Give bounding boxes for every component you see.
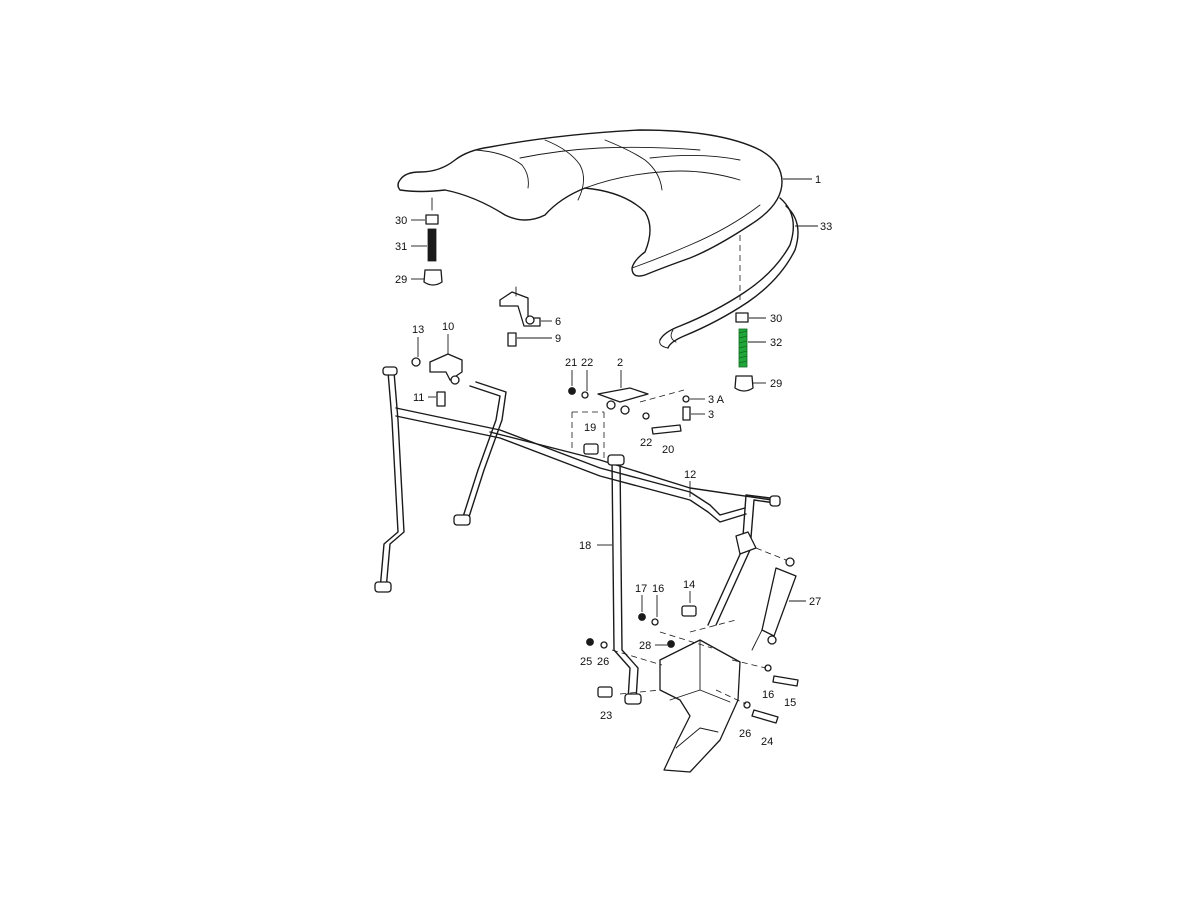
- callout-31[interactable]: 31: [395, 241, 407, 253]
- callout-11[interactable]: 11: [413, 392, 424, 404]
- fastener-stack-left[interactable]: [423, 197, 443, 286]
- nut-17: [638, 613, 646, 621]
- nut-30-left: [425, 214, 439, 225]
- callout-9[interactable]: 9: [555, 333, 561, 345]
- callout-3a[interactable]: 3 A: [708, 394, 725, 406]
- nut-21: [568, 387, 576, 395]
- lower-mount-bracket[interactable]: [586, 605, 799, 773]
- callout-26-right[interactable]: 26: [739, 728, 751, 740]
- callout-14[interactable]: 14: [683, 579, 695, 591]
- callout-26-left[interactable]: 26: [597, 656, 609, 668]
- callout-30-right[interactable]: 30: [770, 313, 782, 325]
- roof-frame[interactable]: [374, 366, 781, 705]
- washer-26: [600, 641, 608, 649]
- clip-13: [411, 357, 421, 367]
- callout-17[interactable]: 17: [635, 583, 647, 595]
- callout-3[interactable]: 3: [708, 409, 714, 421]
- bolt-15: [772, 675, 799, 687]
- weatherstrip-seal[interactable]: [659, 197, 799, 349]
- gas-strut-27[interactable]: [751, 547, 797, 651]
- callout-33[interactable]: 33: [820, 221, 832, 233]
- callout-16-bottom[interactable]: 16: [762, 689, 774, 701]
- callout-30-left[interactable]: 30: [395, 215, 407, 227]
- callout-22-top[interactable]: 22: [581, 357, 593, 369]
- callout-23[interactable]: 23: [600, 710, 612, 722]
- hardtop-shell[interactable]: [397, 129, 783, 277]
- bushing-14: [681, 605, 697, 617]
- callout-leaders: [411, 178, 818, 646]
- bushing-19: [583, 443, 599, 455]
- callout-10[interactable]: 10: [442, 321, 454, 333]
- nut-30-right: [735, 312, 749, 323]
- washer-22b: [642, 412, 650, 420]
- bracket-6[interactable]: [499, 286, 541, 347]
- bushing-23: [597, 686, 613, 698]
- callout-12[interactable]: 12: [684, 469, 696, 481]
- callout-21[interactable]: 21: [565, 357, 577, 369]
- callout-20[interactable]: 20: [662, 444, 674, 456]
- fastener-stack-right[interactable]: [734, 312, 754, 392]
- washer-22: [581, 391, 589, 399]
- callout-28[interactable]: 28: [639, 640, 651, 652]
- washer-26b: [743, 701, 751, 709]
- callout-22-bottom[interactable]: 22: [640, 437, 652, 449]
- callout-2[interactable]: 2: [617, 357, 623, 369]
- bolt-3: [682, 406, 691, 421]
- callout-25[interactable]: 25: [580, 656, 592, 668]
- washer-16: [651, 618, 659, 626]
- bolt-24: [751, 709, 779, 724]
- callout-32[interactable]: 32: [770, 337, 782, 349]
- callout-labels: 1 33 30 31 29 6 9 30 32 29 13 10 11 21 2…: [395, 174, 832, 748]
- hinge-plate-2[interactable]: [568, 387, 691, 461]
- bracket-10[interactable]: [411, 353, 463, 407]
- bolt-11: [436, 391, 446, 407]
- nut-25: [586, 638, 594, 646]
- callout-19[interactable]: 19: [584, 422, 596, 434]
- callout-27[interactable]: 27: [809, 596, 821, 608]
- bumper-29-right: [734, 375, 754, 392]
- washer-3a: [682, 395, 690, 403]
- callout-16-top[interactable]: 16: [652, 583, 664, 595]
- nut-28: [667, 640, 675, 648]
- bumper-29-left: [423, 269, 443, 286]
- callout-29-left[interactable]: 29: [395, 274, 407, 286]
- bolt-9: [507, 332, 517, 347]
- stud-31: [427, 228, 437, 262]
- callout-6[interactable]: 6: [555, 316, 561, 328]
- callout-29-right[interactable]: 29: [770, 378, 782, 390]
- callout-1[interactable]: 1: [815, 174, 821, 186]
- callout-13[interactable]: 13: [412, 324, 424, 336]
- callout-18[interactable]: 18: [579, 540, 591, 552]
- callout-15[interactable]: 15: [784, 697, 796, 709]
- bolt-20: [651, 424, 682, 435]
- callout-24[interactable]: 24: [761, 736, 773, 748]
- spring-32[interactable]: [738, 328, 748, 368]
